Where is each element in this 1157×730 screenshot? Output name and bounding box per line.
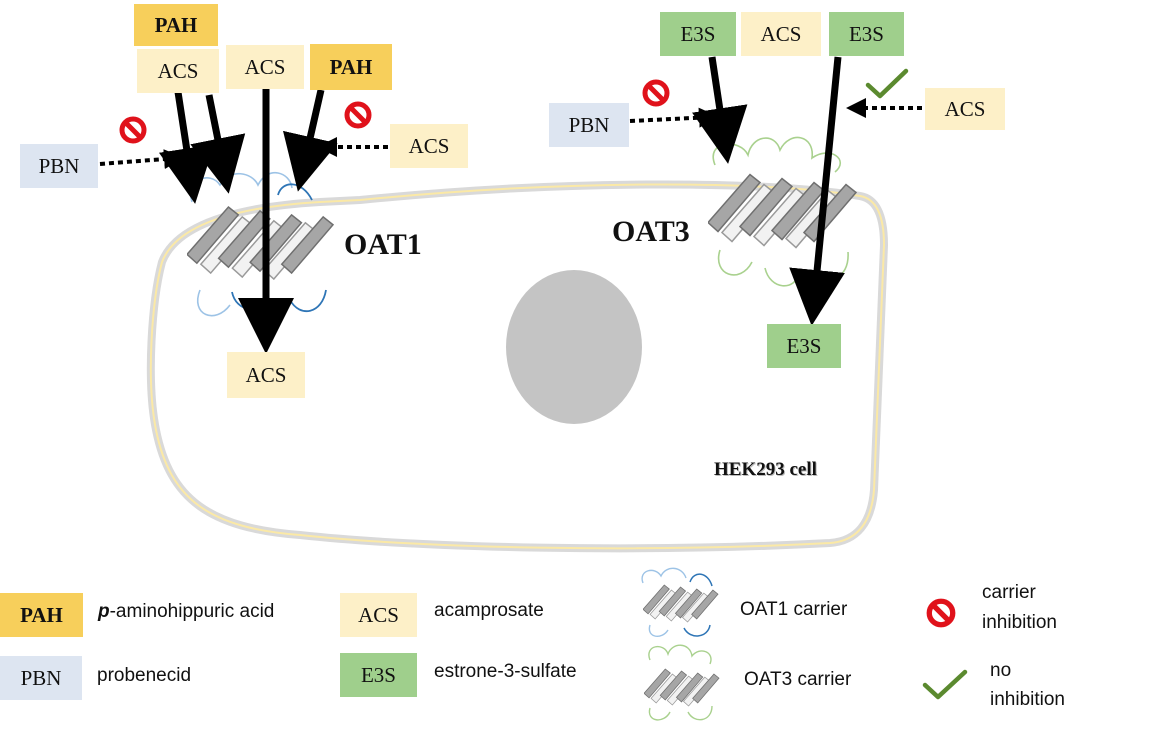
oat1-acs-side-box: ACS xyxy=(390,124,468,168)
inhibition-icon-pbn-oat1 xyxy=(122,119,144,141)
oat1-pah-top: PAH xyxy=(134,4,218,46)
legend-oat3-carrier-icon xyxy=(644,644,720,721)
arrow-e3s-into-oat3 xyxy=(692,56,748,164)
check-icon-acs-oat3 xyxy=(865,68,909,99)
oat3-acs-side-box: ACS xyxy=(925,88,1005,130)
oat3-transporter xyxy=(708,136,857,287)
oat1-acs-box-1: ACS xyxy=(137,49,219,93)
oat3-e3s-box-2: E3S xyxy=(829,12,904,56)
legend-check-icon xyxy=(922,669,968,700)
legend-pbn-label: probenecid xyxy=(97,665,192,686)
legend-pbn-swatch: PBN xyxy=(0,656,82,700)
legend-pah-swatch: PAH xyxy=(0,593,83,637)
oat3-label: OAT3 xyxy=(612,215,690,248)
legend-oat3-label: OAT3 carrier xyxy=(744,669,852,690)
arrow-pbn-oat1 xyxy=(99,149,184,170)
arrow-pah-into-oat1 xyxy=(283,89,338,192)
nucleus xyxy=(506,270,642,424)
legend-e3s-swatch: E3S xyxy=(340,653,417,697)
inhibition-icon-pbn-oat3 xyxy=(645,82,667,104)
oat1-pbn-box: PBN xyxy=(20,144,98,188)
oat1-pah-right: PAH xyxy=(310,44,392,90)
oat3-e3s-inside-box: E3S xyxy=(767,324,841,368)
legend-inhibition-line2: inhibition xyxy=(982,612,1057,633)
legend-pah-rest: -aminohippuric acid xyxy=(109,601,275,622)
cell-label: HEK293 cell xyxy=(714,459,817,480)
legend-no-inhibition-line2: inhibition xyxy=(990,689,1065,710)
legend-inhibition-line1: carrier xyxy=(982,582,1036,603)
oat1-transporter xyxy=(187,172,334,317)
arrow-e3s-transport-oat3 xyxy=(789,56,845,326)
legend-oat1-label: OAT1 carrier xyxy=(740,599,848,620)
legend-e3s-label: estrone-3-sulfate xyxy=(434,661,577,682)
legend-acs-label: acamprosate xyxy=(434,600,544,621)
legend-pah-label: p-aminohippuric acid xyxy=(98,601,274,623)
legend-inhibition-icon xyxy=(929,601,952,624)
arrow-acs2-into-oat1 xyxy=(190,94,246,194)
legend-no-inhibition-line1: no xyxy=(990,660,1012,681)
legend-acs-swatch: ACS xyxy=(340,593,417,637)
oat3-e3s-box-1: E3S xyxy=(660,12,736,56)
arrow-pbn-oat3 xyxy=(629,107,719,128)
oat1-label: OAT1 xyxy=(344,228,422,261)
arrow-acs1-into-oat1 xyxy=(158,91,215,204)
oat1-acs-box-2: ACS xyxy=(226,45,304,89)
oat3-acs-top-box: ACS xyxy=(741,12,821,56)
oat3-pbn-box: PBN xyxy=(549,103,629,147)
legend-pah-prefix: p xyxy=(98,601,110,622)
inhibition-icon-acs-oat1 xyxy=(347,104,369,126)
legend-oat1-carrier-icon xyxy=(641,567,719,637)
oat1-acs-inside-box: ACS xyxy=(227,352,305,398)
